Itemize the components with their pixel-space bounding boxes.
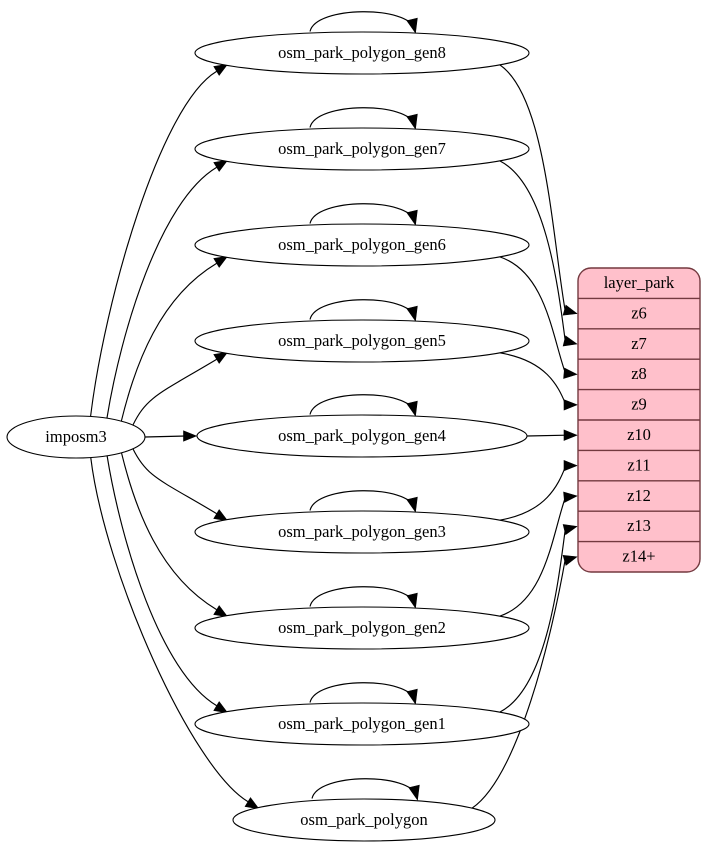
edge-arrow-osm_park_polygon_gen3-to-table [563,459,578,472]
edge-arrow-osm_park_polygon_gen8-to-table [562,304,578,316]
edges-from-imposm3-group [90,63,260,810]
self-loop-arrow-osm_park_polygon_gen8 [406,17,418,34]
layer-park-table-header: layer_park [604,273,675,292]
edge-osm_park_polygon_gen8-to-layer-park-z6 [499,64,567,313]
edge-osm_park_polygon_gen4-to-layer-park-z10 [526,434,567,437]
self-loop-osm_park_polygon_gen5 [309,299,416,320]
node-label-osm_park_polygon: osm_park_polygon [300,810,427,829]
edge-arrow-imposm3-osm_park_polygon_gen8 [213,63,229,76]
edge-imposm3-to-osm_park_polygon_gen3 [132,448,217,515]
edge-osm_park_polygon_gen1-to-layer-park-z13 [499,527,567,713]
self-loop-osm_park_polygon_gen6 [309,203,416,224]
node-imposm3[interactable] [6,415,146,459]
self-loop-arrow-osm_park_polygon_gen2 [406,592,418,609]
node-osm_park_polygon_gen8[interactable] [194,31,530,75]
table-row-z12[interactable]: z12 [627,486,651,505]
self-loop-arrow-osm_park_polygon [408,784,420,801]
self-loop-osm_park_polygon_gen8 [309,11,416,32]
edge-imposm3-to-osm_park_polygon_gen6 [120,262,217,422]
node-osm_park_polygon_gen2[interactable] [194,606,530,650]
edge-arrow-imposm3-osm_park_polygon [244,797,260,810]
table-row-z10[interactable]: z10 [627,425,651,444]
self-loop-arrow-osm_park_polygon_gen4 [406,400,418,417]
self-loop-arrow-osm_park_polygon_gen5 [406,305,418,322]
layer-park-table-group: layer_park z6 z7 z8 z9 z10 z11 z12 z13 z14+ [577,267,701,573]
source-node-group: imposm3 [6,415,146,459]
edge-imposm3-to-osm_park_polygon_gen8 [90,70,217,417]
edge-imposm3-to-osm_park_polygon_gen5 [132,358,217,426]
self-loop-osm_park_polygon_gen2 [309,586,416,607]
edge-arrow-osm_park_polygon_gen5-to-table [563,399,578,411]
self-loop-arrow-osm_park_polygon_gen6 [406,209,418,226]
self-loop-osm_park_polygon_gen7 [309,107,416,128]
edge-imposm3-to-osm_park_polygon_gen4 [144,435,187,438]
node-label-imposm3: imposm3 [45,427,106,446]
edge-osm_park_polygon_gen6-to-layer-park-z8 [499,256,567,374]
edge-arrow-imposm3-osm_park_polygon_gen2 [213,605,229,618]
node-osm_park_polygon_gen6[interactable] [194,223,530,267]
edge-arrow-osm_park_polygon_gen1-to-table [562,524,578,536]
edge-imposm3-to-osm_park_polygon [90,457,249,803]
edge-arrow-imposm3-osm_park_polygon_gen7 [213,159,229,172]
edge-imposm3-to-osm_park_polygon_gen2 [120,452,217,611]
node-osm_park_polygon_gen1[interactable] [194,702,530,746]
table-row-z7[interactable]: z7 [631,334,647,353]
self-loop-arrow-osm_park_polygon_gen1 [406,688,418,705]
edge-osm_park_polygon_gen5-to-layer-park-z9 [499,352,567,405]
node-osm_park_polygon_gen4[interactable] [196,414,528,458]
edge-osm_park_polygon_gen3-to-layer-park-z11 [499,466,567,521]
self-loop-osm_park_polygon_gen1 [309,682,416,703]
table-row-z11[interactable]: z11 [627,455,650,474]
self-loop-arrow-osm_park_polygon_gen7 [406,113,418,130]
edge-arrow-imposm3-osm_park_polygon_gen3 [213,509,229,522]
edge-osm_park_polygon-to-layer-park-z14+ [471,557,567,809]
table-row-z14plus[interactable]: z14+ [622,547,655,566]
edge-osm_park_polygon_gen2-to-layer-park-z12 [499,496,567,617]
table-row-z13[interactable]: z13 [627,516,651,535]
self-loop-group [309,11,420,801]
self-loop-osm_park_polygon_gen4 [309,394,416,415]
edges-to-layer-park-group [471,64,578,809]
edge-arrow-imposm3-osm_park_polygon_gen5 [213,351,229,364]
node-label-osm_park_polygon_gen3: osm_park_polygon_gen3 [278,522,446,541]
node-osm_park_polygon[interactable] [232,798,496,842]
node-label-osm_park_polygon_gen8: osm_park_polygon_gen8 [278,43,446,62]
self-loop-osm_park_polygon [311,778,418,799]
table-row-z6[interactable]: z6 [631,303,647,322]
self-loop-osm_park_polygon_gen3 [309,490,416,511]
table-row-z9[interactable]: z9 [631,395,647,414]
edge-arrow-imposm3-osm_park_polygon_gen6 [213,255,229,268]
edge-osm_park_polygon_gen7-to-layer-park-z7 [499,160,567,344]
node-label-osm_park_polygon_gen5: osm_park_polygon_gen5 [278,331,446,350]
table-row-z8[interactable]: z8 [631,364,647,383]
node-label-osm_park_polygon_gen4: osm_park_polygon_gen4 [278,426,446,445]
edge-arrow-osm_park_polygon_gen2-to-table [563,491,578,503]
edge-arrow-imposm3-osm_park_polygon_gen1 [213,701,229,714]
node-label-osm_park_polygon_gen6: osm_park_polygon_gen6 [278,235,446,254]
node-label-osm_park_polygon_gen7: osm_park_polygon_gen7 [278,139,446,158]
node-osm_park_polygon_gen7[interactable] [194,127,530,171]
edge-arrow-osm_park_polygon_gen7-to-table [562,335,578,347]
node-label-osm_park_polygon_gen1: osm_park_polygon_gen1 [278,714,446,733]
self-loop-arrow-osm_park_polygon_gen3 [406,496,418,513]
edge-imposm3-to-osm_park_polygon_gen7 [106,166,217,419]
edge-arrow-osm_park_polygon_gen6-to-table [563,367,578,379]
node-osm_park_polygon_gen5[interactable] [194,319,530,363]
node-label-osm_park_polygon_gen2: osm_park_polygon_gen2 [278,618,446,637]
edge-imposm3-to-osm_park_polygon_gen1 [106,455,217,707]
polygon-nodes-group: osm_park_polygon_gen8 osm_park_polygon_ge… [194,31,530,842]
node-osm_park_polygon_gen3[interactable] [194,510,530,554]
